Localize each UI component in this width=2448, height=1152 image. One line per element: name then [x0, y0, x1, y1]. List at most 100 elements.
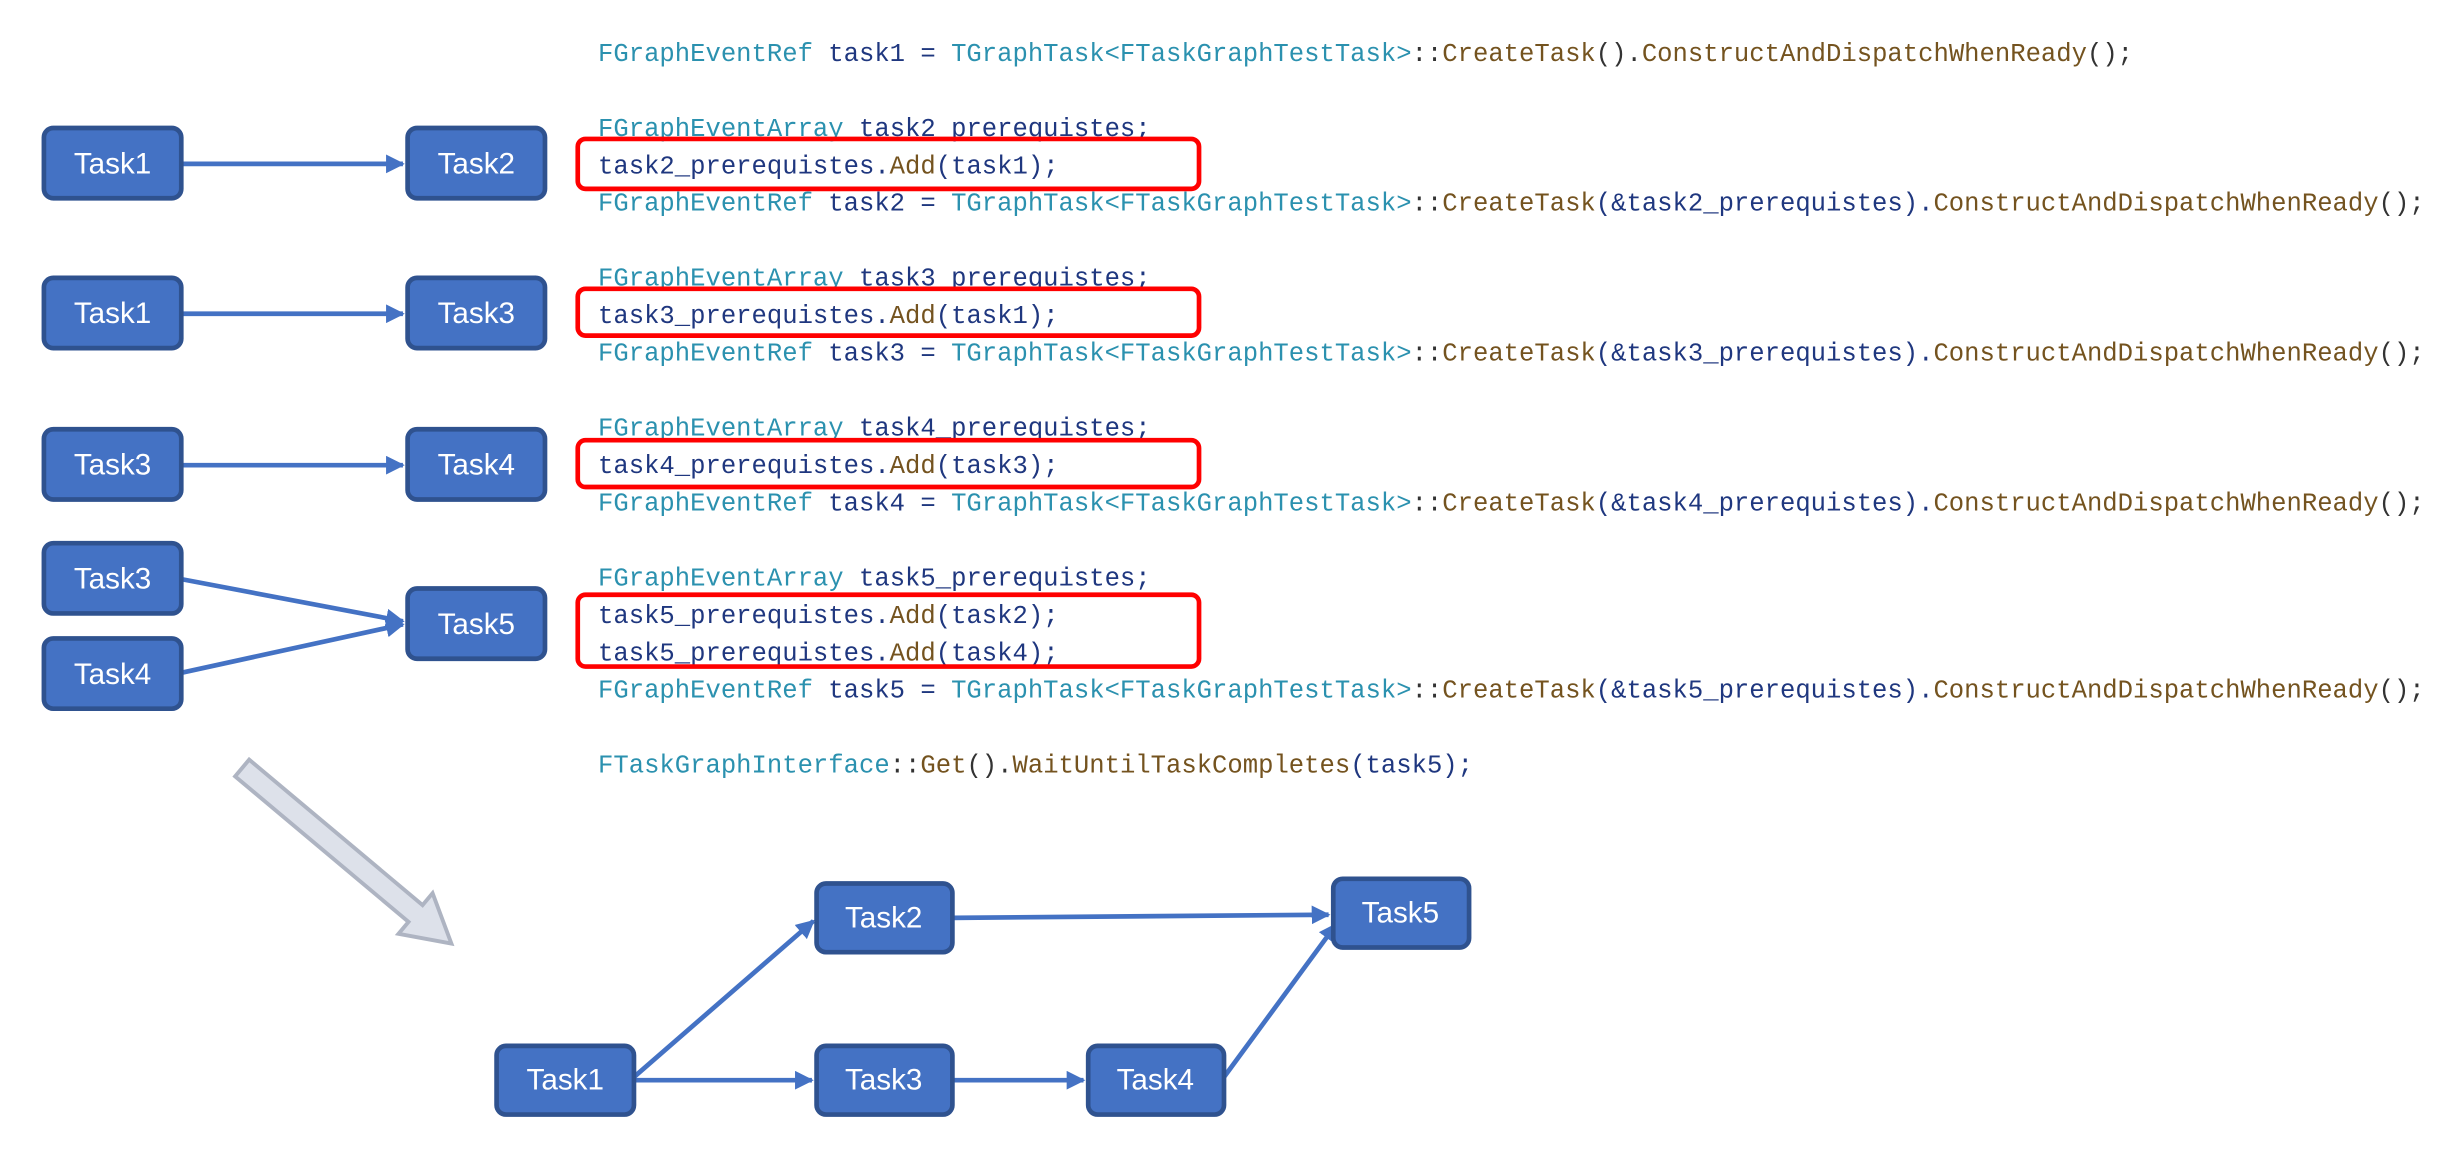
- code-token: task3_prerequistes.: [598, 302, 890, 331]
- code-token: Get: [920, 752, 966, 781]
- code-token: task1 =: [828, 40, 951, 69]
- code-line: FGraphEventRef task2 = TGraphTask<FTaskG…: [598, 190, 2425, 219]
- node-label: Task3: [845, 1064, 922, 1097]
- node-label: Task4: [1117, 1064, 1194, 1097]
- code-line: FGraphEventArray task5_prerequistes;: [598, 564, 1151, 593]
- code-token: ConstructAndDispatchWhenReady: [1933, 190, 2378, 219]
- node-task3: Task3: [41, 426, 184, 502]
- node-task4: Task4: [405, 426, 548, 502]
- node-task5: Task5: [1330, 876, 1472, 950]
- code-token: TGraphTask<FTaskGraphTestTask>: [951, 190, 1411, 219]
- highlight-box: [575, 286, 1202, 338]
- node-label: Task5: [1362, 897, 1439, 930]
- code-line: task3_prerequistes.Add(task1);: [598, 302, 1059, 331]
- node-task3: Task3: [41, 540, 184, 616]
- code-token: TGraphTask<FTaskGraphTestTask>: [951, 489, 1411, 518]
- code-token: CreateTask: [1442, 190, 1596, 219]
- node-task3: Task3: [405, 275, 548, 351]
- code-token: TGraphTask<FTaskGraphTestTask>: [951, 40, 1411, 69]
- code-token: (&task3_prerequistes).: [1596, 340, 1934, 369]
- code-token: TGraphTask<FTaskGraphTestTask>: [951, 677, 1411, 706]
- transform-arrow-icon: [232, 756, 455, 947]
- code-block: FGraphEventRef task1 = TGraphTask<FTaskG…: [598, 40, 2425, 781]
- code-token: CreateTask: [1442, 489, 1596, 518]
- code-token: ::: [1412, 40, 1443, 69]
- code-line: task5_prerequistes.Add(task2);: [598, 602, 1059, 631]
- node-task3: Task3: [814, 1043, 955, 1117]
- code-token: ::: [1412, 340, 1443, 369]
- code-token: (task1);: [936, 152, 1059, 181]
- code-token: task2 =: [828, 190, 951, 219]
- node-label: Task3: [74, 563, 151, 596]
- code-token: task5 =: [828, 677, 951, 706]
- node-task1: Task1: [41, 125, 184, 201]
- node-task2: Task2: [405, 125, 548, 201]
- code-token: ();: [2379, 489, 2425, 518]
- code-token: ::: [1412, 190, 1443, 219]
- code-token: FGraphEventRef: [598, 677, 828, 706]
- code-token: task5_prerequistes.: [598, 639, 890, 668]
- code-token: task5_prerequistes.: [598, 602, 890, 631]
- edge-task1-task2: [632, 919, 815, 1079]
- node-label: Task1: [74, 297, 151, 330]
- node-label: Task2: [438, 147, 515, 180]
- code-token: FGraphEventRef: [598, 40, 828, 69]
- code-token: (&task5_prerequistes).: [1596, 677, 1934, 706]
- highlight-box: [575, 136, 1202, 192]
- code-token: ConstructAndDispatchWhenReady: [1933, 489, 2378, 518]
- code-token: (&task4_prerequistes).: [1596, 489, 1934, 518]
- code-token: ().: [966, 752, 1012, 781]
- code-token: (task4);: [936, 639, 1059, 668]
- node-label: Task2: [845, 901, 922, 934]
- code-token: ();: [2379, 677, 2425, 706]
- edge-task2-task5: [952, 905, 1331, 925]
- node-label: Task3: [74, 449, 151, 482]
- code-token: ConstructAndDispatchWhenReady: [1933, 677, 2378, 706]
- code-token: FGraphEventRef: [598, 340, 828, 369]
- code-line: FGraphEventRef task3 = TGraphTask<FTaskG…: [598, 340, 2425, 369]
- node-task4: Task4: [1085, 1043, 1227, 1117]
- code-token: task4 =: [828, 489, 951, 518]
- code-token: task5_prerequistes;: [859, 564, 1151, 593]
- node-task1: Task1: [41, 275, 184, 351]
- code-token: ();: [2379, 340, 2425, 369]
- highlight-box: [575, 592, 1202, 669]
- code-token: TGraphTask<FTaskGraphTestTask>: [951, 340, 1411, 369]
- node-task4: Task4: [41, 636, 184, 712]
- code-token: (task3);: [936, 452, 1059, 481]
- code-line: FGraphEventRef task5 = TGraphTask<FTaskG…: [598, 677, 2425, 706]
- code-token: CreateTask: [1442, 677, 1596, 706]
- code-token: ();: [2087, 40, 2133, 69]
- edge-task3-task5: [180, 576, 405, 628]
- code-token: Add: [890, 602, 936, 631]
- edge-task4-task5: [180, 618, 405, 676]
- node-label: Task3: [438, 297, 515, 330]
- code-token: Add: [890, 302, 936, 331]
- code-token: CreateTask: [1442, 40, 1596, 69]
- code-line: task5_prerequistes.Add(task4);: [598, 639, 1059, 668]
- code-line: FGraphEventRef task1 = TGraphTask<FTaskG…: [598, 40, 2133, 69]
- code-line: FTaskGraphInterface::Get().WaitUntilTask…: [598, 752, 1473, 781]
- node-task5: Task5: [405, 586, 548, 662]
- node-label: Task4: [74, 658, 151, 691]
- code-token: task2_prerequistes.: [598, 152, 890, 181]
- code-token: Add: [890, 452, 936, 481]
- node-label: Task4: [438, 449, 515, 482]
- code-token: Add: [890, 152, 936, 181]
- code-token: ().: [1596, 40, 1642, 69]
- node-task2: Task2: [814, 881, 955, 955]
- code-token: ::: [1412, 489, 1443, 518]
- highlight-box: [575, 437, 1202, 490]
- code-token: (task1);: [936, 302, 1059, 331]
- code-token: WaitUntilTaskCompletes: [1013, 752, 1351, 781]
- code-token: Add: [890, 639, 936, 668]
- code-token: ::: [1412, 677, 1443, 706]
- code-token: task3 =: [828, 340, 951, 369]
- code-token: ConstructAndDispatchWhenReady: [1642, 40, 2087, 69]
- code-token: FGraphEventRef: [598, 489, 828, 518]
- code-token: FGraphEventArray: [598, 564, 859, 593]
- code-token: CreateTask: [1442, 340, 1596, 369]
- node-label: Task1: [527, 1064, 604, 1097]
- code-token: (task5);: [1350, 752, 1473, 781]
